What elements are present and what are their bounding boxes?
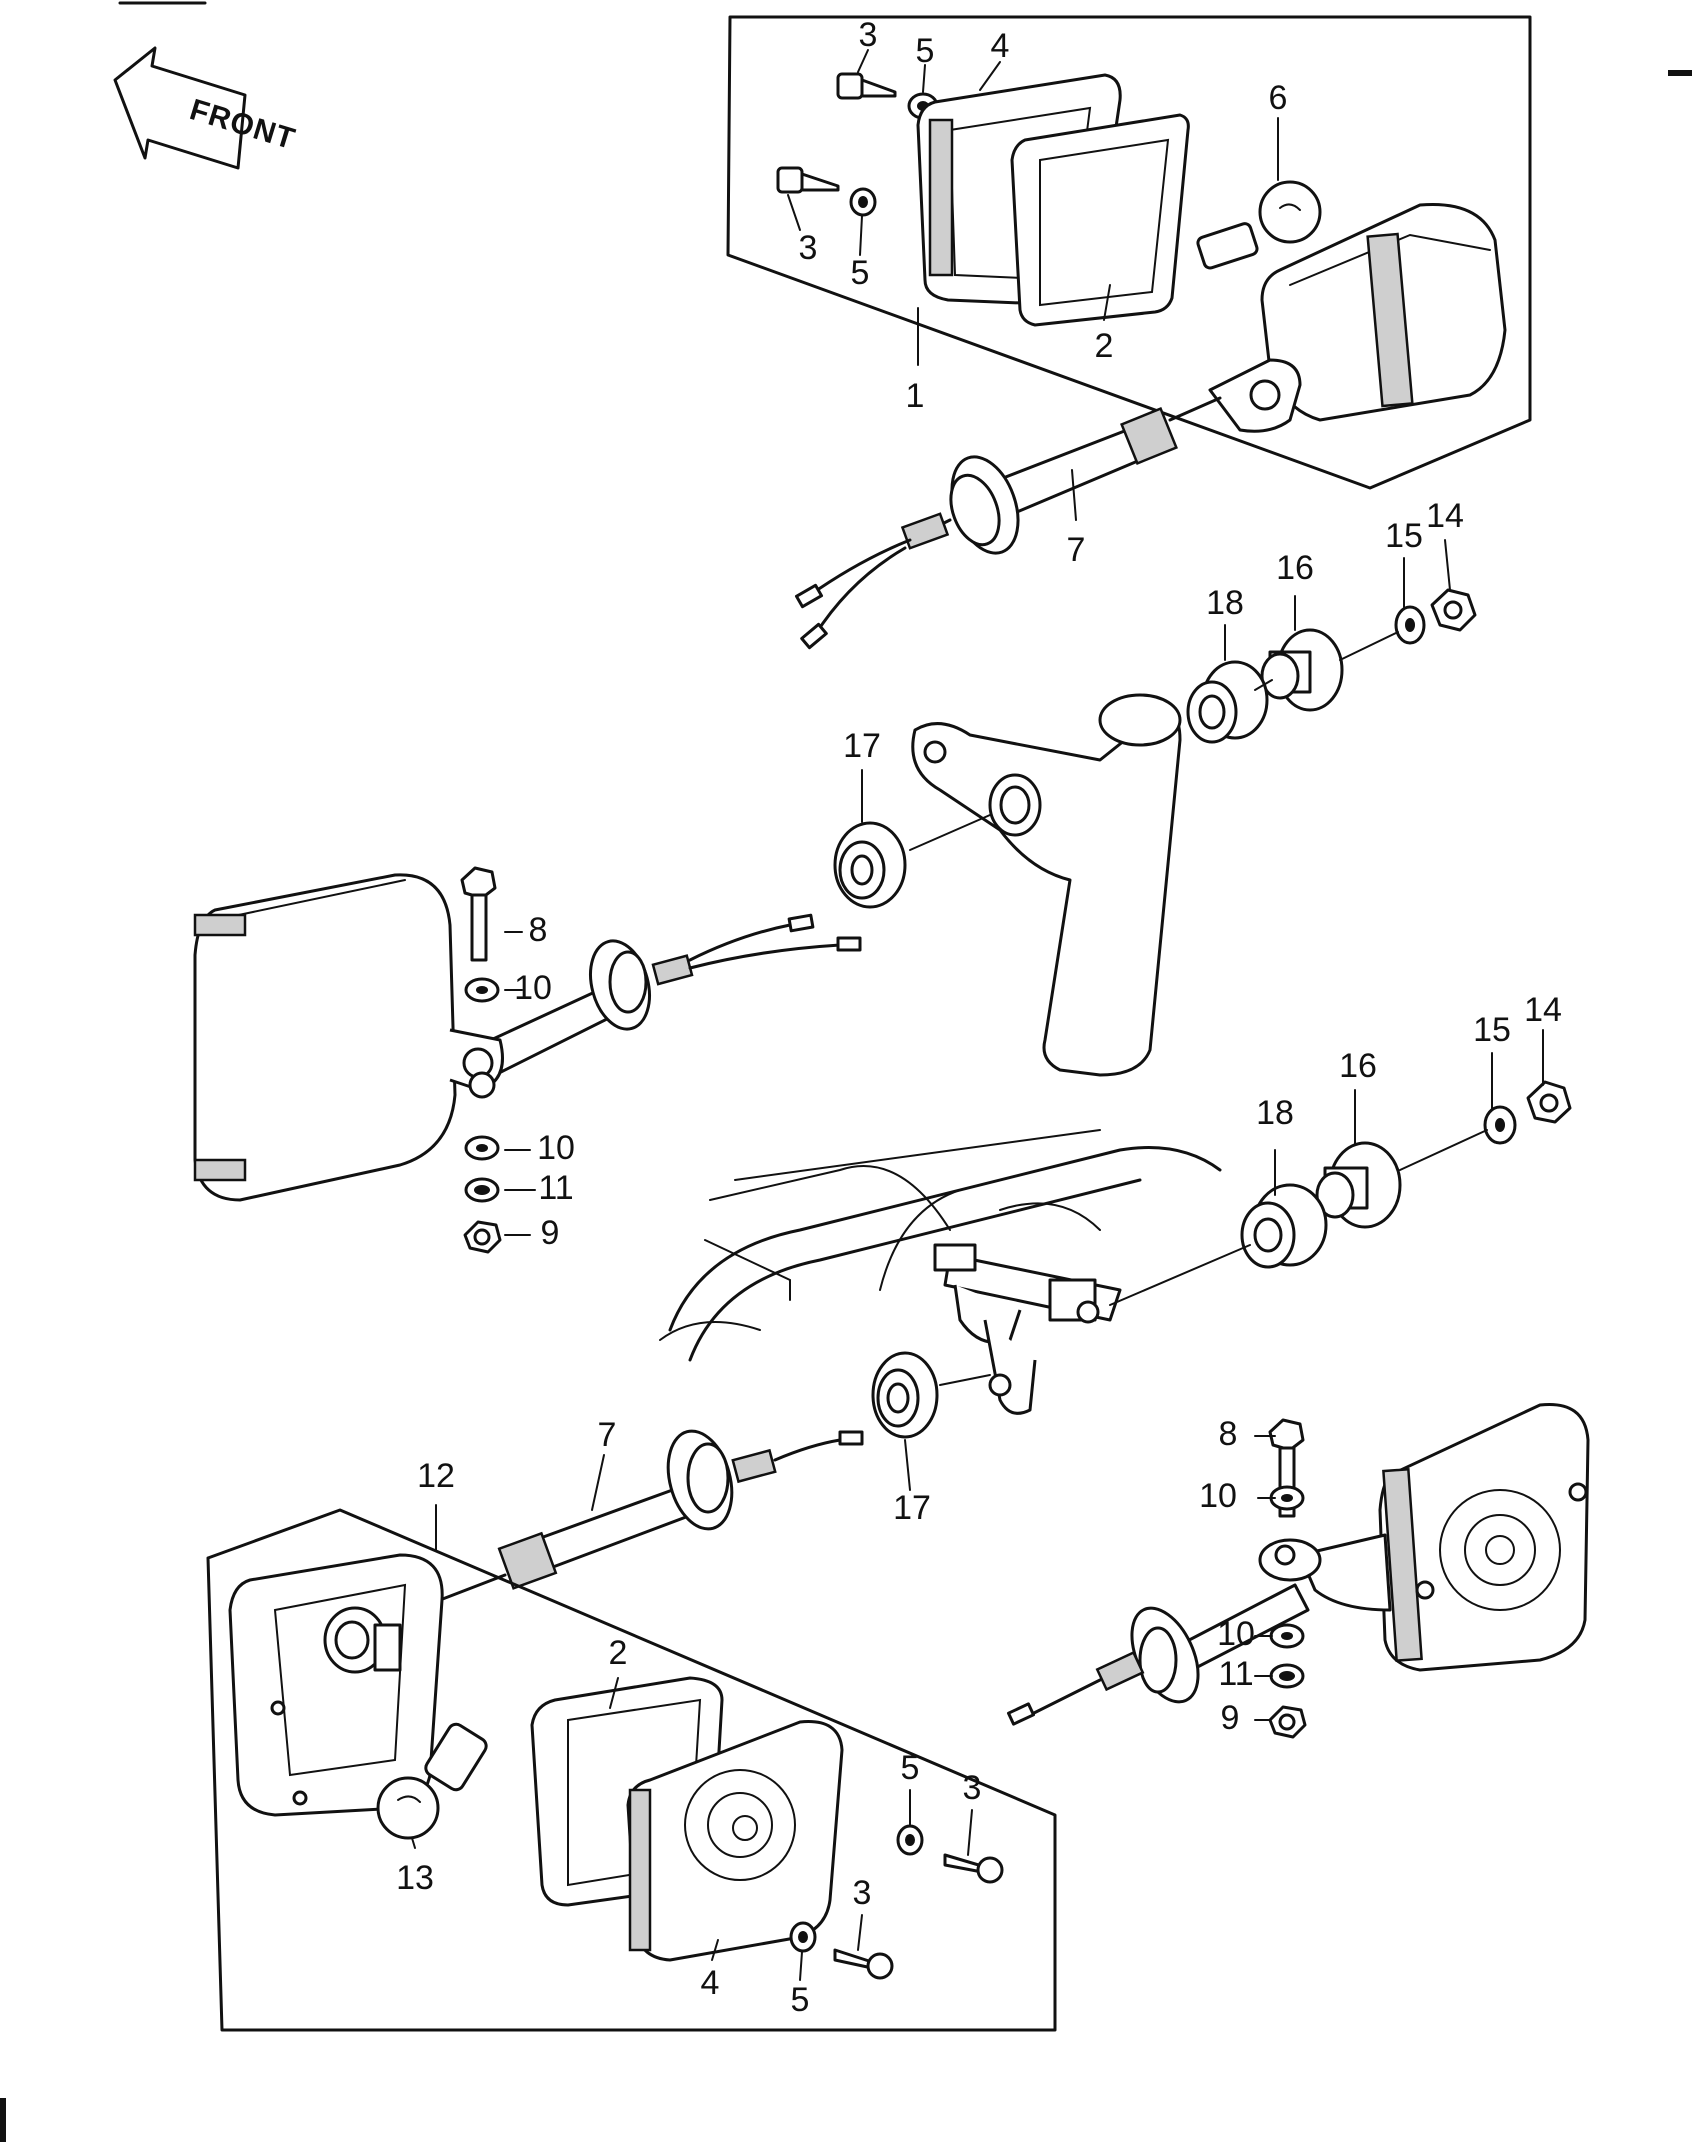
screw-3d [833, 1948, 894, 1980]
callout-15: 15 [1473, 1011, 1511, 1049]
front-arrow-icon: FRONT [113, 46, 299, 170]
callout-labels: 3 5 4 6 3 5 2 1 7 18 16 15 14 17 8 10 10… [396, 16, 1562, 2019]
callout-11: 11 [538, 1169, 573, 1207]
callout-9: 9 [1221, 1699, 1240, 1737]
washer-10d [1269, 1623, 1305, 1649]
washer-5b [849, 187, 877, 217]
callout-10: 10 [1199, 1477, 1237, 1515]
washer-11b [1269, 1663, 1305, 1689]
edge-mark [1668, 70, 1692, 76]
bulb-13 [376, 1722, 488, 1840]
callout-18: 18 [1256, 1094, 1294, 1132]
washer-15a [1394, 605, 1426, 645]
callout-9: 9 [541, 1214, 560, 1252]
callout-2: 2 [1095, 327, 1114, 365]
rear-frame [659, 1129, 1222, 1415]
callout-5: 5 [851, 254, 870, 292]
callout-8: 8 [529, 911, 548, 949]
callout-17: 17 [893, 1489, 931, 1527]
callout-7: 7 [598, 1416, 617, 1454]
callout-4: 4 [701, 1964, 720, 2002]
gasket-2a [1010, 113, 1190, 327]
collar-16b [1315, 1141, 1402, 1229]
callout-16: 16 [1276, 549, 1314, 587]
washer-5c [896, 1824, 924, 1856]
washer-10c [1269, 1485, 1305, 1511]
nut-14b [1526, 1080, 1572, 1124]
callout-2: 2 [609, 1634, 628, 1672]
fork-bracket [911, 693, 1182, 1077]
grommet-17b [871, 1351, 939, 1439]
callout-6: 6 [1269, 79, 1288, 117]
collar-16a [1260, 628, 1344, 712]
callout-13: 13 [396, 1859, 434, 1897]
callout-5: 5 [916, 32, 935, 70]
base-housing [228, 1553, 444, 1817]
signal-housing-c [1258, 1402, 1590, 1672]
bulb-6 [1196, 180, 1322, 270]
assembly-frame-12 [206, 1508, 1057, 2032]
stem-7b [438, 1429, 864, 1602]
washer-11a [464, 1177, 500, 1203]
nut-9a [463, 1220, 502, 1254]
washer-10a [464, 977, 500, 1003]
callout-5: 5 [901, 1749, 920, 1787]
stem-7a [794, 396, 1222, 650]
callout-14: 14 [1524, 991, 1562, 1029]
signal-housing-b [193, 873, 504, 1202]
washer-15b [1483, 1105, 1517, 1145]
callout-10: 10 [1217, 1615, 1255, 1653]
callout-16: 16 [1339, 1047, 1377, 1085]
callout-12: 12 [417, 1457, 455, 1495]
grommet-17a [833, 821, 907, 909]
edge-mark [0, 2098, 6, 2142]
stem-7c [1006, 1583, 1310, 1726]
callout-18: 18 [1206, 584, 1244, 622]
callout-4: 4 [991, 27, 1010, 65]
callout-10: 10 [537, 1129, 575, 1167]
leader-lines [411, 49, 1544, 1981]
callout-7: 7 [1067, 531, 1086, 569]
callout-5: 5 [791, 1981, 810, 2019]
screw-3b [776, 166, 840, 194]
callout-3: 3 [799, 229, 818, 267]
callout-10: 10 [514, 969, 552, 1007]
callout-8: 8 [1219, 1415, 1238, 1453]
nut-9b [1268, 1705, 1307, 1739]
callout-3: 3 [963, 1769, 982, 1807]
nut-14a [1430, 588, 1477, 632]
callout-11: 11 [1218, 1655, 1253, 1693]
signal-housing-a [1208, 202, 1507, 433]
callout-1: 1 [906, 377, 925, 415]
assembly-frame-1 [726, 15, 1532, 490]
bolt-8a [460, 866, 497, 962]
grommet-18a [1186, 660, 1269, 744]
washer-10b [464, 1135, 500, 1161]
callout-17: 17 [843, 727, 881, 765]
washer-5d [789, 1921, 817, 1953]
screw-3a [836, 72, 897, 100]
callout-14: 14 [1426, 497, 1464, 535]
callout-3: 3 [859, 16, 878, 54]
callout-3: 3 [853, 1874, 872, 1912]
callout-15: 15 [1385, 517, 1423, 555]
grommet-18b [1240, 1183, 1328, 1269]
screw-3c [943, 1853, 1004, 1884]
